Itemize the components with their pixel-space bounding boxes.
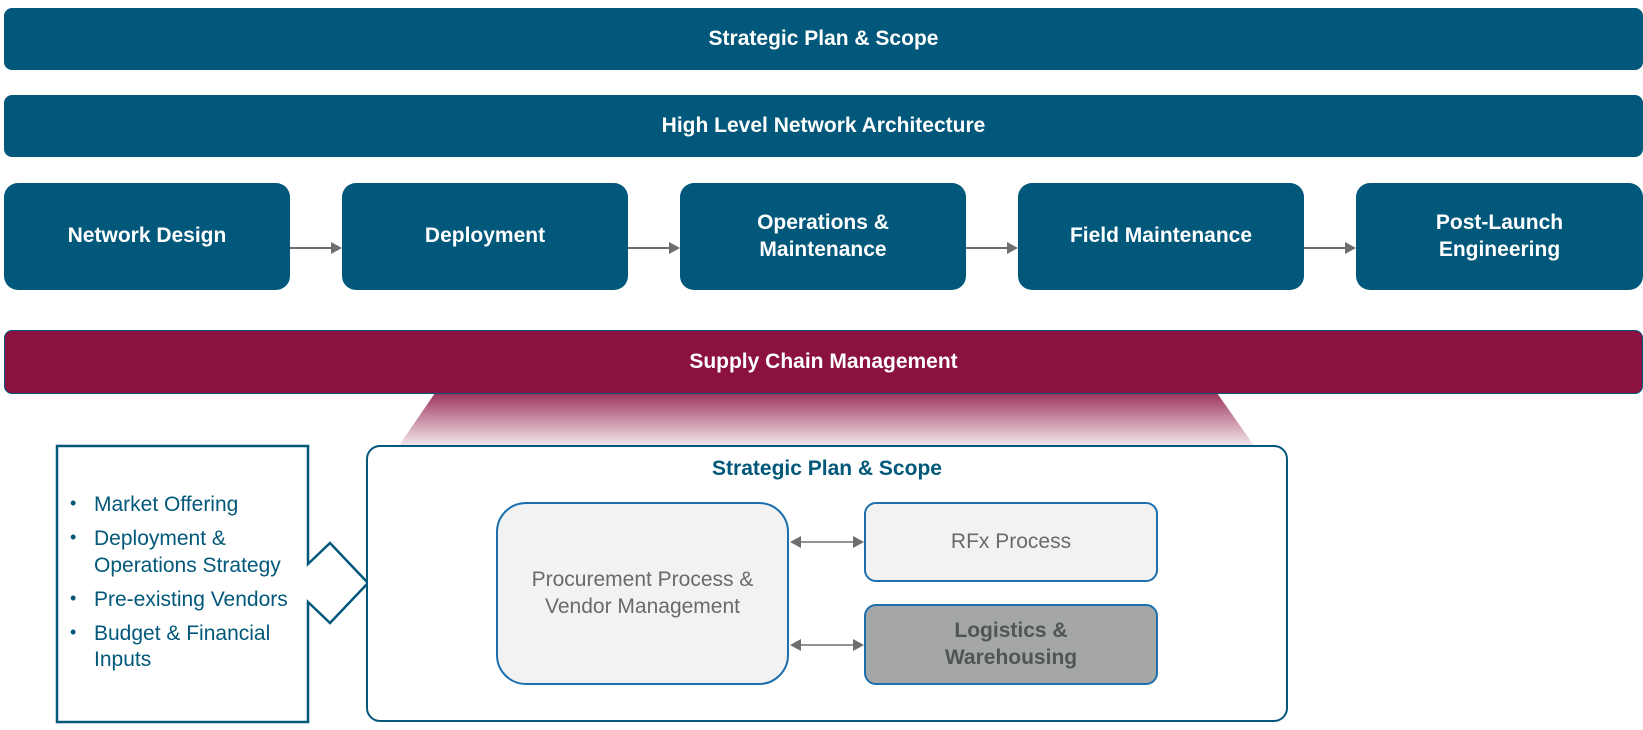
rfx-label: RFx Process [950,530,1072,553]
inputs-list: Market Offering Deployment & Operations … [60,492,310,674]
stage-network-design: Network Design [4,183,290,290]
stage-label: Field Maintenance [1069,224,1253,248]
strategic-plan-bar: Strategic Plan & Scope [4,8,1643,70]
input-item: Budget & Financial Inputs [60,621,310,674]
procurement-label: Procurement Process & Vendor Management [531,568,754,618]
input-item: Pre-existing Vendors [60,587,310,613]
stage-field-maintenance: Field Maintenance [1018,183,1304,290]
stage-arrow-4-head [1345,242,1356,254]
input-item: Deployment & Operations Strategy [60,526,310,579]
strategic-plan-label: Strategic Plan & Scope [708,27,939,50]
stage-arrow-3-head [1007,242,1018,254]
stage-operations-maintenance: Operations & Maintenance [680,183,966,290]
procurement-box: Procurement Process & Vendor Management [496,502,789,685]
stage-label: Operations & Maintenance [757,211,889,261]
detail-title: Strategic Plan & Scope [712,457,942,480]
inputs-panel: Market Offering Deployment & Operations … [60,492,310,682]
stage-arrow-1-head [331,242,342,254]
stage-deployment: Deployment [342,183,628,290]
stage-arrow-4 [1304,247,1346,249]
rfx-box: RFx Process [864,502,1158,582]
stage-arrow-2 [628,247,670,249]
stage-post-launch-engineering: Post-Launch Engineering [1356,183,1643,290]
network-architecture-bar: High Level Network Architecture [4,95,1643,157]
stage-arrow-1 [290,247,332,249]
logistics-box: Logistics & Warehousing [864,604,1158,685]
input-item: Market Offering [60,492,310,518]
stage-label: Network Design [67,224,227,248]
logistics-label: Logistics & Warehousing [944,619,1078,669]
supply-chain-bar: Supply Chain Management [4,330,1643,394]
stage-label: Post-Launch Engineering [1435,211,1564,261]
network-architecture-label: High Level Network Architecture [661,114,986,137]
stage-arrow-3 [966,247,1008,249]
supply-chain-label: Supply Chain Management [689,350,958,373]
stage-label: Deployment [424,224,546,248]
stage-arrow-2-head [669,242,680,254]
